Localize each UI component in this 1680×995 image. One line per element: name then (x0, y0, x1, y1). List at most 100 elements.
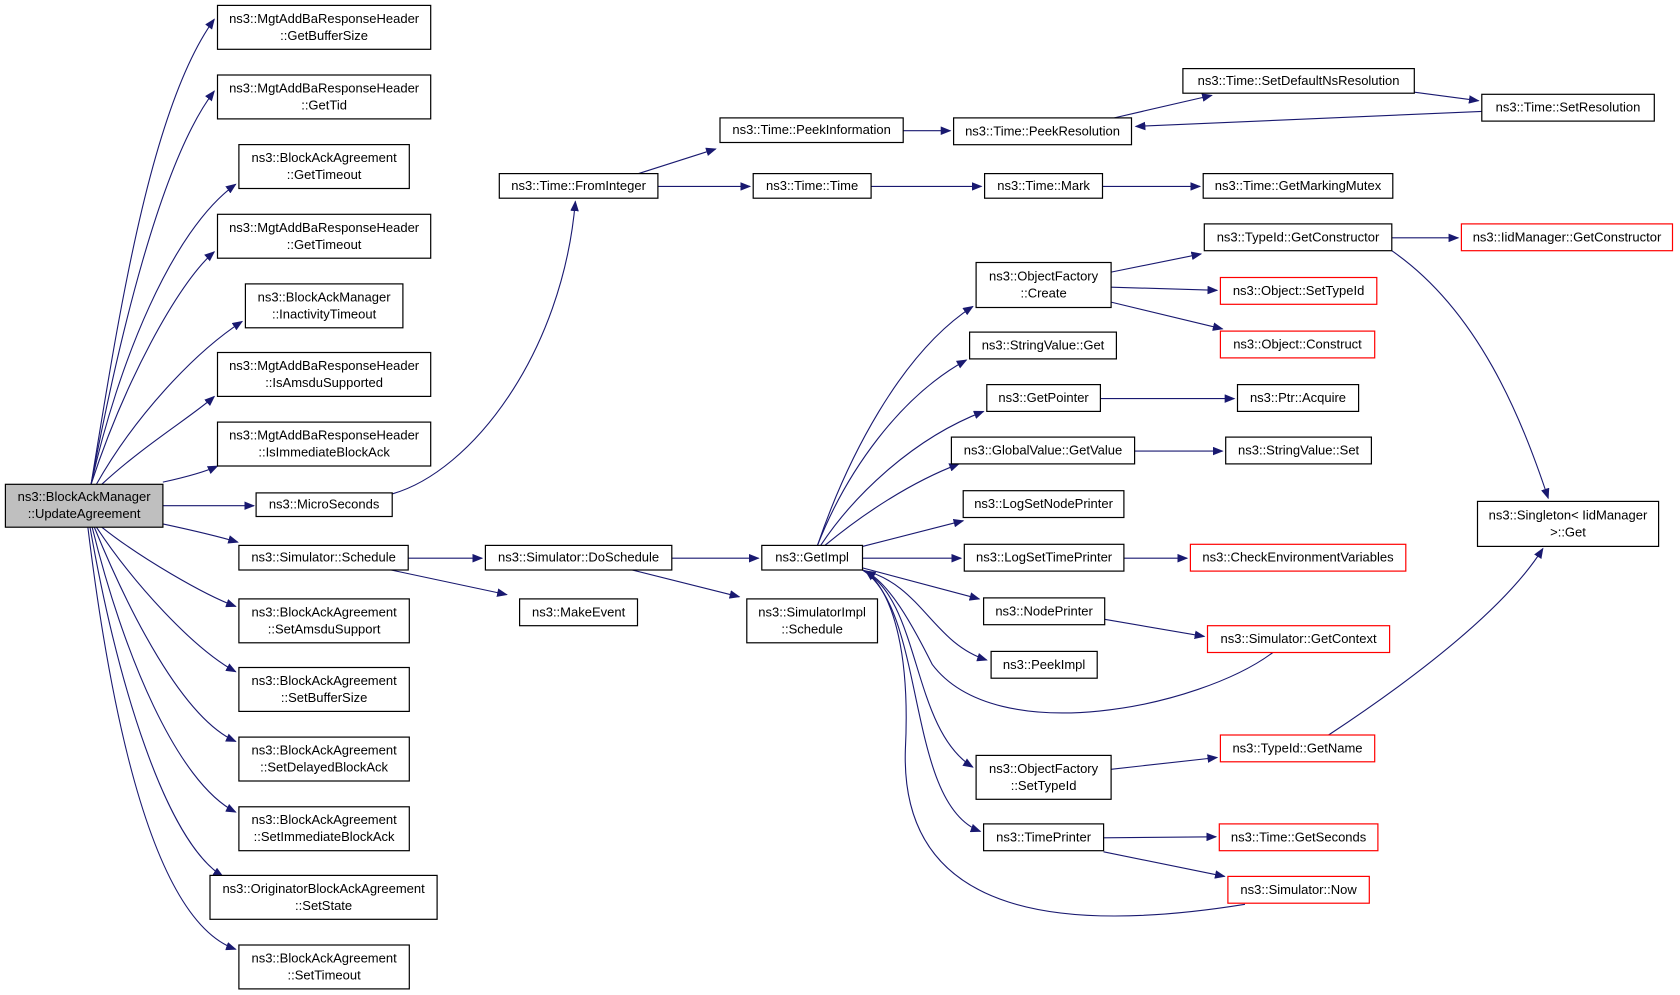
node-box[interactable] (1206, 625, 1391, 654)
node-box[interactable] (986, 384, 1101, 413)
node-gv_getvalue[interactable]: ns3::GlobalValue::GetValue (950, 436, 1136, 465)
node-box[interactable] (1481, 93, 1655, 122)
node-box[interactable] (1476, 500, 1660, 547)
node-box[interactable] (950, 436, 1136, 465)
node-time_time[interactable]: ns3::Time::Time (752, 173, 872, 199)
node-typeid_getctor[interactable]: ns3::TypeId::GetConstructor (1203, 223, 1393, 252)
node-obj_construct[interactable]: ns3::Object::Construct (1219, 330, 1376, 359)
node-box[interactable] (1227, 875, 1370, 904)
node-box[interactable] (1236, 384, 1360, 413)
node-baa_setdelayed[interactable]: ns3::BlockAckAgreement::SetDelayedBlockA… (238, 736, 410, 782)
node-box[interactable] (238, 144, 410, 190)
node-peekimpl[interactable]: ns3::PeekImpl (990, 650, 1098, 679)
node-baa_settimeout[interactable]: ns3::BlockAckAgreement::SetTimeout (238, 944, 410, 990)
node-mgt_immba[interactable]: ns3::MgtAddBaResponseHeader::IsImmediate… (216, 421, 432, 467)
node-getpointer[interactable]: ns3::GetPointer (986, 384, 1101, 413)
node-mgt_timeout[interactable]: ns3::MgtAddBaResponseHeader::GetTimeout (216, 213, 432, 259)
node-box[interactable] (982, 597, 1106, 626)
node-baa_setimm[interactable]: ns3::BlockAckAgreement::SetImmediateBloc… (238, 806, 410, 852)
node-baa_setbuf[interactable]: ns3::BlockAckAgreement::SetBufferSize (238, 666, 410, 713)
node-iid_getctor[interactable]: ns3::IidManager::GetConstructor (1460, 223, 1674, 252)
node-box[interactable] (952, 117, 1133, 146)
node-box[interactable] (990, 650, 1098, 679)
node-box[interactable] (216, 4, 432, 50)
node-sv_get[interactable]: ns3::StringValue::Get (968, 331, 1117, 360)
node-typeid_getname[interactable]: ns3::TypeId::GetName (1219, 734, 1376, 763)
node-box[interactable] (752, 173, 872, 199)
node-mgt_amsdu[interactable]: ns3::MgtAddBaResponseHeader::IsAmsduSupp… (216, 351, 432, 398)
node-singleton_get[interactable]: ns3::Singleton< IidManager>::Get (1476, 500, 1660, 547)
node-time_setdef[interactable]: ns3::Time::SetDefaultNsResolution (1182, 67, 1415, 94)
node-make_event[interactable]: ns3::MakeEvent (518, 598, 639, 627)
node-box[interactable] (982, 823, 1105, 852)
node-time_setres[interactable]: ns3::Time::SetResolution (1481, 93, 1655, 122)
node-box[interactable] (975, 754, 1112, 800)
node-of_create[interactable]: ns3::ObjectFactory::Create (975, 261, 1112, 309)
node-box[interactable] (209, 874, 438, 920)
node-bam_inact[interactable]: ns3::BlockAckManager::InactivityTimeout (244, 283, 404, 329)
node-root[interactable]: ns3::BlockAckManager::UpdateAgreement (4, 483, 164, 528)
node-time_fromint[interactable]: ns3::Time::FromInteger (498, 173, 659, 199)
node-box[interactable] (761, 544, 864, 571)
node-box[interactable] (238, 736, 410, 782)
node-box[interactable] (498, 173, 659, 199)
node-sv_set[interactable]: ns3::StringValue::Set (1225, 436, 1372, 465)
node-box[interactable] (238, 944, 410, 990)
node-box[interactable] (1202, 173, 1394, 199)
node-box[interactable] (255, 492, 393, 518)
node-box[interactable] (1460, 223, 1674, 252)
node-box[interactable] (216, 213, 432, 259)
node-ptr_acquire[interactable]: ns3::Ptr::Acquire (1236, 384, 1360, 413)
node-box[interactable] (518, 598, 639, 627)
node-box[interactable] (216, 351, 432, 398)
node-box[interactable] (1219, 276, 1378, 305)
node-box[interactable] (1219, 734, 1376, 763)
node-box[interactable] (238, 806, 410, 852)
node-log_node[interactable]: ns3::LogSetNodePrinter (962, 490, 1125, 519)
node-box[interactable] (962, 490, 1125, 519)
node-mgt_tid[interactable]: ns3::MgtAddBaResponseHeader::GetTid (216, 74, 432, 120)
node-box[interactable] (968, 331, 1117, 360)
node-getimpl[interactable]: ns3::GetImpl (761, 544, 864, 571)
node-box[interactable] (4, 483, 164, 528)
node-check_env[interactable]: ns3::CheckEnvironmentVariables (1189, 543, 1407, 572)
node-box[interactable] (484, 544, 673, 571)
node-time_peekinfo[interactable]: ns3::Time::PeekInformation (719, 117, 904, 144)
node-box[interactable] (1218, 823, 1379, 852)
node-sim_sched[interactable]: ns3::Simulator::Schedule (238, 544, 409, 571)
node-box[interactable] (746, 598, 879, 644)
node-box[interactable] (238, 666, 410, 713)
node-mgt_bufsize[interactable]: ns3::MgtAddBaResponseHeader::GetBufferSi… (216, 4, 432, 50)
node-of_settypeid[interactable]: ns3::ObjectFactory::SetTypeId (975, 754, 1112, 800)
node-box[interactable] (1219, 330, 1376, 359)
node-box[interactable] (216, 74, 432, 120)
node-box[interactable] (1225, 436, 1372, 465)
node-box[interactable] (1189, 543, 1407, 572)
node-box[interactable] (1182, 67, 1415, 94)
node-box[interactable] (719, 117, 904, 144)
node-timeprinter[interactable]: ns3::TimePrinter (982, 823, 1105, 852)
node-box[interactable] (238, 544, 409, 571)
node-time_mutex[interactable]: ns3::Time::GetMarkingMutex (1202, 173, 1394, 199)
node-time_peekres[interactable]: ns3::Time::PeekResolution (952, 117, 1133, 146)
node-box[interactable] (1203, 223, 1393, 252)
node-box[interactable] (975, 261, 1112, 309)
node-log_time[interactable]: ns3::LogSetTimePrinter (963, 543, 1125, 572)
node-sim_now[interactable]: ns3::Simulator::Now (1227, 875, 1370, 904)
node-oba_setstate[interactable]: ns3::OriginatorBlockAckAgreement::SetSta… (209, 874, 438, 920)
node-baa_timeout[interactable]: ns3::BlockAckAgreement::GetTimeout (238, 144, 410, 190)
node-box[interactable] (238, 598, 410, 644)
node-time_mark[interactable]: ns3::Time::Mark (983, 173, 1104, 199)
node-baa_setamsdu[interactable]: ns3::BlockAckAgreement::SetAmsduSupport (238, 598, 410, 644)
node-sim_dosched[interactable]: ns3::Simulator::DoSchedule (484, 544, 673, 571)
node-box[interactable] (983, 173, 1104, 199)
node-obj_settypeid[interactable]: ns3::Object::SetTypeId (1219, 276, 1378, 305)
node-nodeprinter[interactable]: ns3::NodePrinter (982, 597, 1106, 626)
node-sim_getctx[interactable]: ns3::Simulator::GetContext (1206, 625, 1391, 654)
node-simimpl_sched[interactable]: ns3::SimulatorImpl::Schedule (746, 598, 879, 644)
node-time_getsec[interactable]: ns3::Time::GetSeconds (1218, 823, 1379, 852)
node-box[interactable] (244, 283, 404, 329)
node-box[interactable] (216, 421, 432, 467)
node-box[interactable] (963, 543, 1125, 572)
node-micro[interactable]: ns3::MicroSeconds (255, 492, 393, 518)
